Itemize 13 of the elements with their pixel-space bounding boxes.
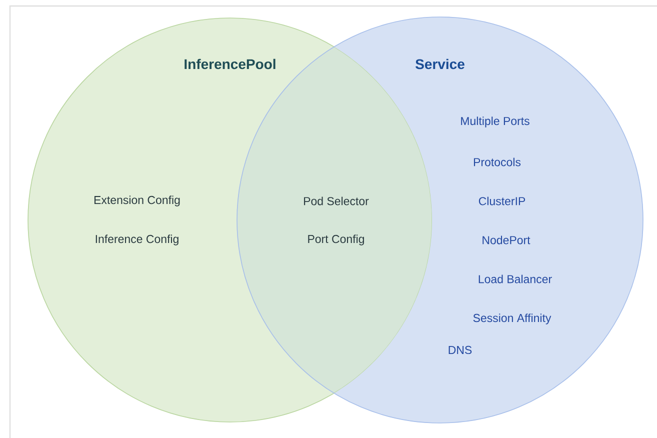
item-label: Multiple Ports <box>461 116 530 128</box>
item-label: Inference Config <box>96 234 178 246</box>
item-label: DNS <box>448 346 472 354</box>
circle-heading: InferencePool <box>184 58 276 70</box>
item-label: Load Balancer <box>478 274 552 284</box>
item-label: ClusterIP <box>478 196 526 206</box>
item-label: Extension Config <box>94 196 180 206</box>
item-label: Pod Selector <box>304 196 369 206</box>
item-label: Session Affinity <box>473 314 552 324</box>
item-label: NodePort <box>482 236 530 244</box>
item-label: Protocols <box>474 158 521 166</box>
circle-heading: Service <box>416 58 464 70</box>
item-label: Port Config <box>308 234 364 246</box>
